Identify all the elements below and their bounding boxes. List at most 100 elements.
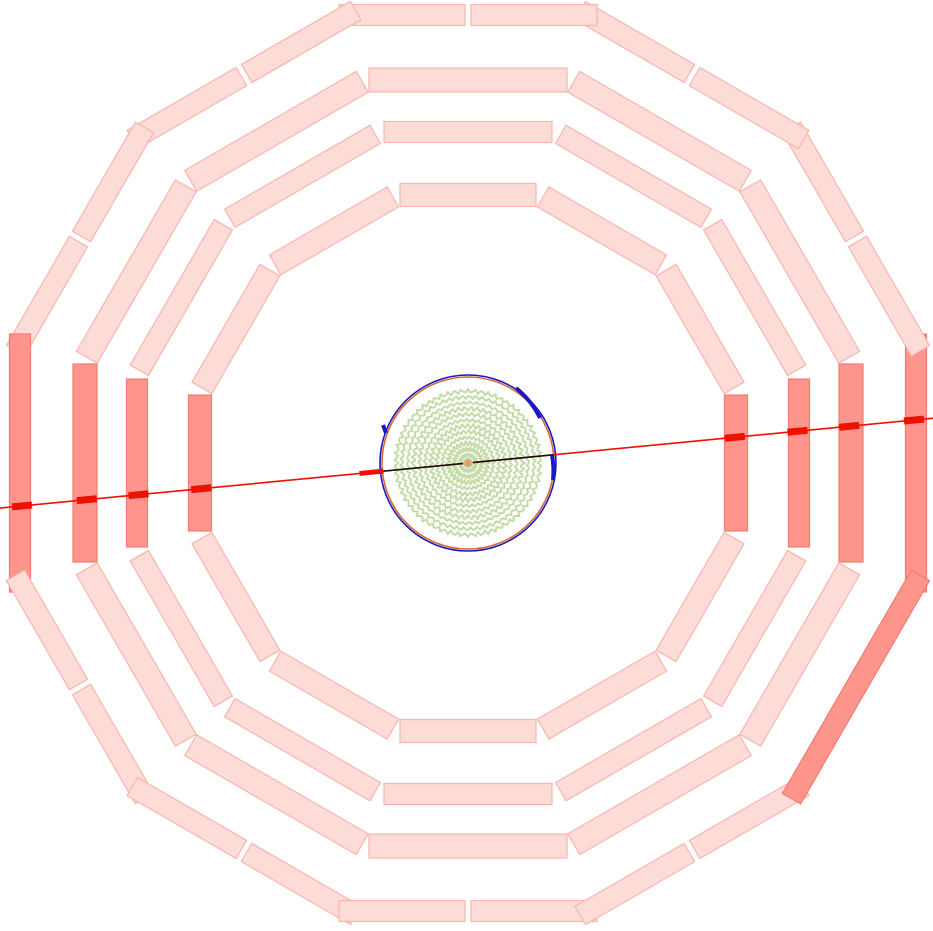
chamber-segment <box>904 333 928 593</box>
calo-deposit <box>381 424 388 434</box>
chamber-segment <box>183 733 370 856</box>
chamber-st1-sector-8 <box>268 650 400 740</box>
chamber-segment <box>191 263 281 395</box>
chamber-st4-sector-3 <box>338 3 598 27</box>
chamber-segment <box>738 561 861 748</box>
muon-segment-hit <box>128 490 149 500</box>
chamber-st2-sector-6 <box>125 378 149 548</box>
chamber-segment <box>368 833 568 859</box>
chamber-segment <box>223 697 382 802</box>
muon-segment-hit <box>903 415 925 425</box>
muon-station-1 <box>187 182 749 744</box>
tracker-hit-ring <box>445 440 491 486</box>
chamber-st4-sector-9 <box>338 899 598 923</box>
chamber-segment <box>536 186 668 276</box>
calo-outer-ring <box>379 374 557 552</box>
chamber-segment <box>383 782 553 806</box>
chamber-segment <box>838 363 864 563</box>
chamber-st3-sector-11 <box>738 561 861 748</box>
chamber-st3-sector-3 <box>368 67 568 93</box>
chamber-segment <box>126 776 248 860</box>
chamber-segment <box>655 531 745 663</box>
chamber-segment <box>847 235 931 357</box>
calo-deposit <box>514 386 542 419</box>
chamber-segment <box>399 718 537 744</box>
muon-segment-hit <box>838 421 860 431</box>
chamber-st2-sector-11 <box>702 549 807 708</box>
chamber-segment <box>338 899 466 923</box>
chamber-segment <box>75 178 198 365</box>
chamber-segment <box>268 186 400 276</box>
chamber-st2-sector-2 <box>554 124 713 229</box>
chamber-segment <box>8 333 32 593</box>
muon-chambers-layer <box>5 0 931 926</box>
chamber-st1-sector-4 <box>268 186 400 276</box>
chamber-segment <box>655 263 745 395</box>
chamber-segment <box>125 378 149 548</box>
chamber-st4-sector-2 <box>574 0 810 150</box>
chamber-st4-sector-5 <box>5 121 155 357</box>
chamber-st2-sector-3 <box>383 120 553 144</box>
tracker-hit-ring <box>440 435 496 491</box>
chamber-segment <box>268 650 400 740</box>
chamber-segment <box>688 66 810 150</box>
chamber-st2-sector-7 <box>129 549 234 708</box>
chamber-segment <box>75 561 198 748</box>
chamber-st4-sector-0 <box>904 333 928 593</box>
chamber-st3-sector-4 <box>183 70 370 193</box>
chamber-segment <box>566 70 753 193</box>
chamber-st3-sector-1 <box>738 178 861 365</box>
chamber-segment <box>787 378 811 548</box>
chamber-segment <box>702 549 807 708</box>
chamber-st4-sector-1 <box>781 121 931 357</box>
tracker-hit-ring <box>422 417 514 509</box>
chamber-segment <box>781 569 931 805</box>
chamber-st1-sector-1 <box>655 263 745 395</box>
chamber-st2-sector-4 <box>223 124 382 229</box>
muon-segment-hit <box>787 426 808 436</box>
chamber-segment <box>723 394 749 532</box>
chamber-st2-sector-9 <box>383 782 553 806</box>
muon-segment-hit <box>359 468 384 476</box>
chamber-segment <box>71 121 155 243</box>
chamber-segment <box>129 218 234 377</box>
tracker-hits-layer <box>393 387 543 539</box>
chamber-st4-sector-11 <box>781 569 931 805</box>
chamber-segment <box>738 178 861 365</box>
calorimeter-ring-layer <box>379 374 557 552</box>
chamber-st3-sector-5 <box>75 178 198 365</box>
chamber-st3-sector-9 <box>368 833 568 859</box>
tracker-hit-ring <box>451 446 485 480</box>
chamber-st2-sector-10 <box>554 697 713 802</box>
muon-segment-hit <box>724 432 746 442</box>
muon-station-4 <box>5 0 931 926</box>
chamber-segment <box>536 650 668 740</box>
chamber-st3-sector-6 <box>72 363 98 563</box>
beam-spot <box>463 458 473 468</box>
chamber-segment <box>566 733 753 856</box>
tracker-hit-ring <box>409 405 527 521</box>
chamber-st3-sector-2 <box>566 70 753 193</box>
chamber-segment <box>5 569 89 691</box>
chamber-st1-sector-6 <box>187 394 213 532</box>
tracker-hit-ring <box>405 400 531 526</box>
tracker-hit-ring <box>427 422 509 504</box>
tracks-layer <box>0 415 933 511</box>
tracker-hit-ring <box>393 387 543 539</box>
chamber-segment <box>129 549 234 708</box>
tracker-hit-ring <box>433 429 503 497</box>
chamber-st3-sector-7 <box>75 561 198 748</box>
chamber-segment <box>470 3 598 27</box>
chamber-segment <box>574 842 696 926</box>
chamber-st4-sector-8 <box>126 776 362 926</box>
chamber-st1-sector-11 <box>655 531 745 663</box>
chamber-st1-sector-10 <box>536 650 668 740</box>
tracker-hit-ring <box>416 411 520 515</box>
calo-deposit <box>550 454 556 481</box>
chamber-st2-sector-0 <box>787 378 811 548</box>
chamber-segment <box>554 124 713 229</box>
chamber-segment <box>183 70 370 193</box>
chamber-st3-sector-0 <box>838 363 864 563</box>
